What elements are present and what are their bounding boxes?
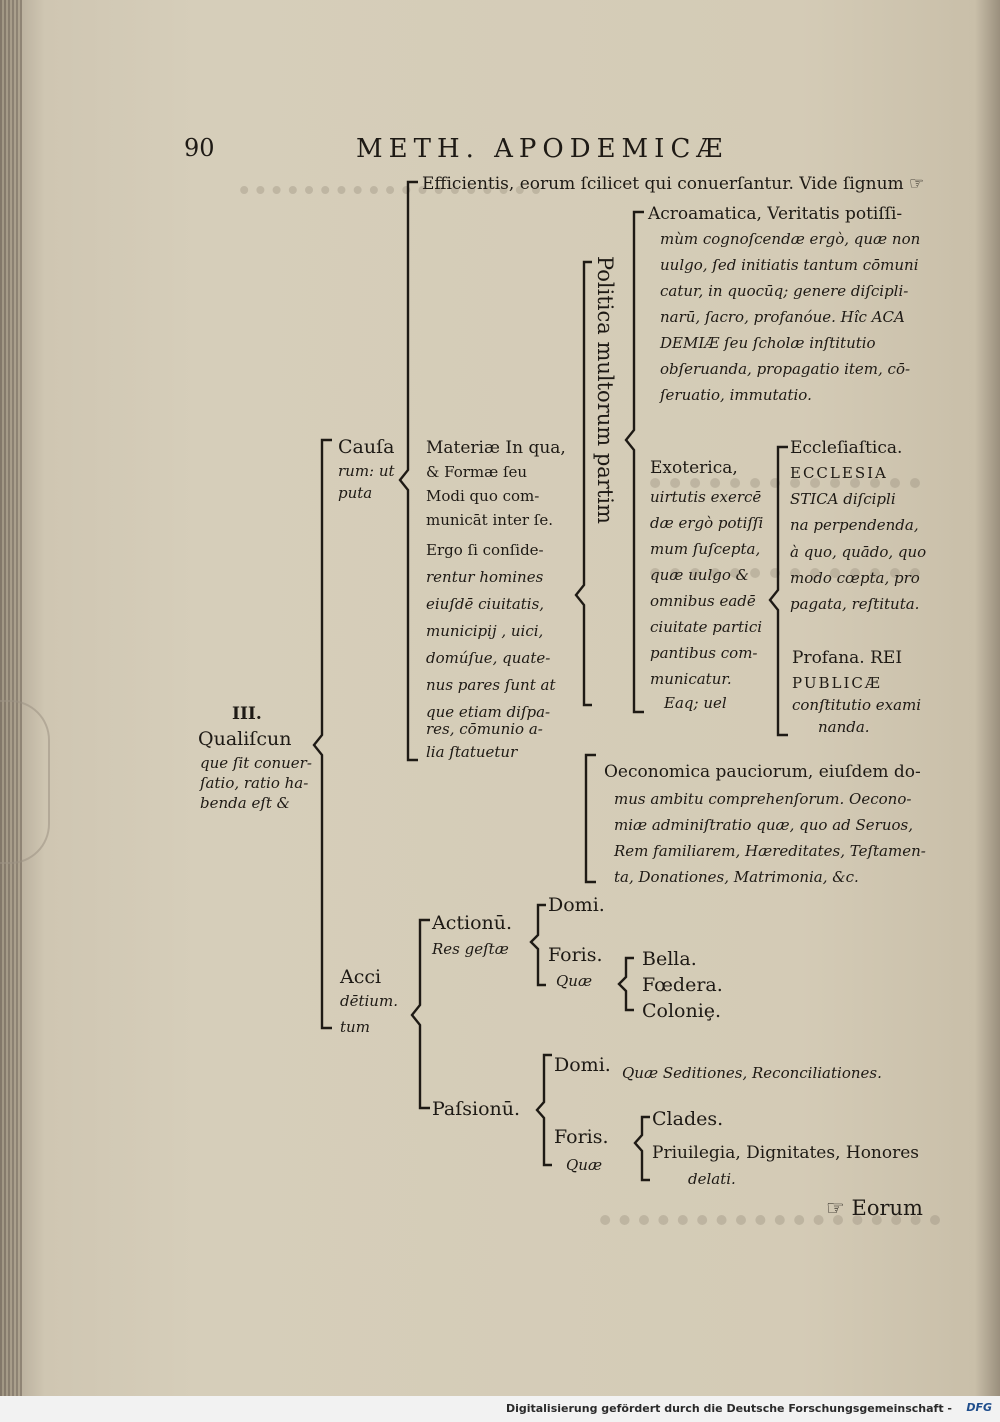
oeconomica-line: mus ambitu comprehenſorum. Oecono- [614,790,912,808]
exoterica-line: mum ſuſcepta, [650,540,761,558]
root-line: que ſit conuer- [200,754,312,772]
acroamatica-line: obſeruanda, propagatio item, cō- [660,360,911,378]
materiae-line: Modi quo com- [426,487,540,505]
ecclesiastica-line: na perpendenda, [790,516,919,534]
accidentium-label: dētium. [340,992,398,1010]
ecclesiastica-line: pagata, reſtituta. [790,595,920,613]
causarum-label: puta [338,484,373,502]
foris-label: Foris. [554,1126,609,1148]
profana-line: nanda. [818,718,870,736]
exoterica-line: ciuitate partici [650,618,763,636]
exoterica-line: dæ ergò potiſſi [650,514,764,532]
politica-label: Politica multorum partim [593,256,617,524]
ecclesiastica-line: Eccleſiaſtica. [790,438,903,458]
root-numeral: III. [232,704,262,724]
materiae-line: rentur homines [426,568,544,586]
clades-label: Clades. [652,1108,724,1130]
efficientis-line: Efficientis, eorum ſcilicet qui conuerſa… [422,174,925,194]
exoterica-line: uirtutis exercē [650,488,762,506]
acroamatica-line: narū, ſacro, profanóue. Hîc ACA [660,308,905,326]
materiae-line: lia ſtatuetur [426,743,518,761]
materiae-line: res, cōmunio a- [426,720,543,738]
footer-text: Digitalisierung gefördert durch die Deut… [505,1402,952,1415]
ecclesiastica-line: à quo, quādo, quo [790,543,927,561]
actionum-sublabel: Res geſtæ [432,940,509,958]
profana-line: PUBLICÆ [792,674,882,692]
materiae-line: domúſue, quate- [426,649,551,667]
acroamatica-line: mùm cognoſcendæ ergò, quæ non [660,230,921,248]
acroamatica-line: ſeruatio, immutatio. [660,386,812,404]
foedera-label: Fœdera. [642,974,723,996]
domi-label: Domi. [548,894,605,916]
bella-label: Bella. [642,948,697,970]
ecclesiastica-line: ECCLESIA [790,464,888,482]
causarum-label: rum: ut [338,462,395,480]
materiae-line: & Formæ ſeu [426,463,528,481]
ecclesiastica-line: modo cœpta, pro [790,569,920,587]
exoterica-line: municatur. [650,670,732,688]
accidentium-label: tum [340,1018,370,1036]
exoterica-line: Eaq; uel [664,694,727,712]
dfg-logo: DFG [966,1401,992,1414]
actionum-label: Actionū. [432,912,513,934]
materiae-line: que etiam diſpa- [426,703,551,721]
coloniae-label: Coloniȩ. [642,1000,722,1022]
domi-label: Domi. [554,1054,611,1076]
page-number: 90 [184,134,215,162]
oeconomica-line: Oeconomica pauciorum, eiuſdem do- [604,762,921,782]
acroamatica-line: Acroamatica, Veritatis potiſſi- [648,204,903,224]
foris-sublabel: Quæ [556,972,593,990]
profana-line: conſtitutio exami [792,696,922,714]
exoterica-line: Exoterica, [650,458,738,478]
delati-label: delati. [688,1170,736,1188]
acroamatica-line: uulgo, ſed initiatis tantum cōmuni [660,256,919,274]
root-line: ſatio, ratio ha- [200,774,309,792]
oeconomica-line: Rem familiarem, Hæreditates, Teſtamen- [614,842,926,860]
materiae-line: municāt inter ſe. [426,511,553,529]
accidentium-label: Acci [340,966,382,988]
digitization-footer: Digitalisierung gefördert durch die Deut… [0,1396,1000,1422]
exoterica-line: omnibus eadē [650,592,756,610]
exoterica-line: quæ uulgo & [650,566,750,584]
acroamatica-line: DEMIÆ ſeu ſcholæ inſtitutio [660,334,876,352]
causarum-label: Cauſa [338,436,395,458]
page-clip-shadow [0,700,50,864]
exoterica-line: pantibus com- [650,644,758,662]
foris-label: Foris. [548,944,603,966]
materiae-line: eiuſdē ciuitatis, [426,595,545,613]
oeconomica-line: miæ adminiſtratio quæ, quo ad Seruos, [614,816,913,834]
catchword: ☞ Eorum [826,1196,923,1220]
ecclesiastica-line: STICA diſcipli [790,490,896,508]
root-line: Qualiſcun [198,728,292,750]
passionum-label: Paſsionū. [432,1098,521,1120]
materiae-line: nus pares ſunt at [426,676,556,694]
domi-sublabel: Quæ Seditiones, Reconciliationes. [622,1064,882,1082]
materiae-line: municipij , uici, [426,622,544,640]
oeconomica-line: ta, Donationes, Matrimonia, &c. [614,868,859,886]
acroamatica-line: catur, in quocūq; genere diſcipli- [660,282,909,300]
foris-sublabel: Quæ [566,1156,603,1174]
materiae-line: Materiæ In qua, [426,438,566,458]
materiae-line: Ergo ſi conſide- [426,541,544,559]
root-line: benda eſt & [200,794,291,812]
profana-line: Profana. REI [792,648,903,668]
priuilegia-label: Priuilegia, Dignitates, Honores [652,1143,920,1163]
running-head: METH. APODEMICÆ [356,134,729,164]
